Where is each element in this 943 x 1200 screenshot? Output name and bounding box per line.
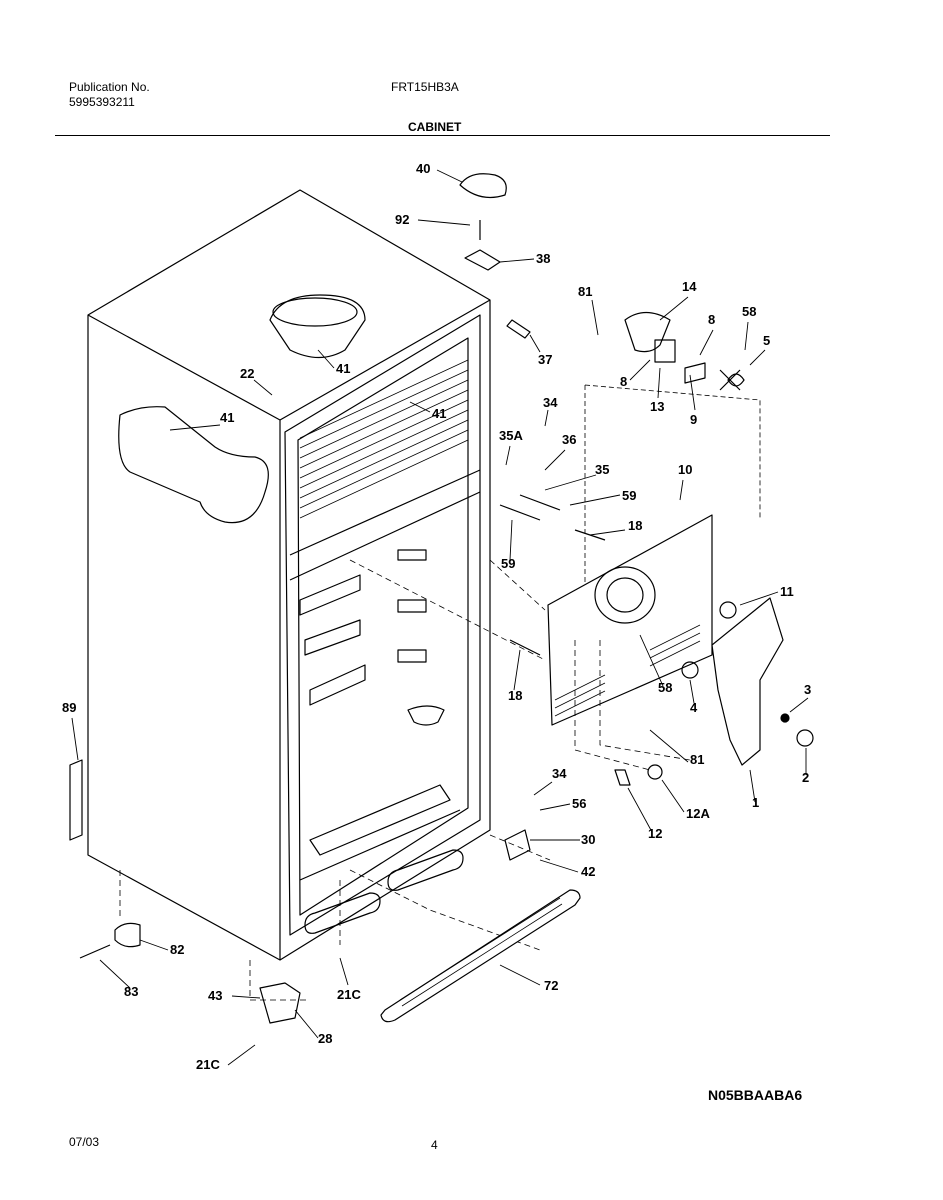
- callout-34: 34: [543, 395, 558, 410]
- callout-28: 28: [318, 1031, 332, 1046]
- callout-5: 5: [763, 333, 770, 348]
- callout-81: 81: [578, 284, 592, 299]
- callout-12A: 12A: [686, 806, 710, 821]
- callout-34: 34: [552, 766, 567, 781]
- callout-9: 9: [690, 412, 697, 427]
- section-title: CABINET: [408, 120, 462, 134]
- callout-41: 41: [336, 361, 350, 376]
- callout-56: 56: [572, 796, 586, 811]
- callout-2: 2: [802, 770, 809, 785]
- callout-3: 3: [804, 682, 811, 697]
- callout-40: 40: [416, 161, 430, 176]
- callout-38: 38: [536, 251, 550, 266]
- callout-41: 41: [220, 410, 234, 425]
- top-hinge-assembly: [459, 173, 531, 339]
- callout-82: 82: [170, 942, 184, 957]
- callout-18: 18: [628, 518, 642, 533]
- callout-8: 8: [620, 374, 627, 389]
- callout-21C: 21C: [196, 1057, 220, 1072]
- callout-18: 18: [508, 688, 522, 703]
- callout-58: 58: [658, 680, 672, 695]
- callout-89: 89: [62, 700, 76, 715]
- callout-4: 4: [690, 700, 698, 715]
- callout-43: 43: [208, 988, 222, 1003]
- callout-42: 42: [581, 864, 595, 879]
- model-number: FRT15HB3A: [391, 80, 459, 94]
- callout-11: 11: [780, 584, 794, 599]
- callout-14: 14: [682, 279, 697, 294]
- header-rule: [55, 135, 830, 136]
- publication-label: Publication No.: [69, 80, 150, 94]
- callout-35: 35: [595, 462, 609, 477]
- callout-59: 59: [622, 488, 636, 503]
- leader-lines: [119, 559, 691, 1001]
- callout-83: 83: [124, 984, 138, 999]
- diagram-code: N05BBAABA6: [708, 1087, 803, 1103]
- callout-35A: 35A: [499, 428, 523, 443]
- callout-21C: 21C: [337, 987, 361, 1002]
- callout-37: 37: [538, 352, 552, 367]
- kick-plate-grille: [380, 889, 581, 1023]
- callout-36: 36: [562, 432, 576, 447]
- callout-10: 10: [678, 462, 692, 477]
- callout-1: 1: [752, 795, 759, 810]
- callout-92: 92: [395, 212, 409, 227]
- callout-59: 59: [501, 556, 515, 571]
- callout-12: 12: [648, 826, 662, 841]
- revision-date: 07/03: [69, 1135, 100, 1149]
- callout-72: 72: [544, 978, 558, 993]
- callout-22: 22: [240, 366, 254, 381]
- callout-41: 41: [432, 406, 446, 421]
- callout-8: 8: [708, 312, 715, 327]
- refrigerator-cabinet: [69, 189, 491, 961]
- callout-30: 30: [581, 832, 595, 847]
- callout-81: 81: [690, 752, 704, 767]
- page-number: 4: [431, 1138, 438, 1152]
- callout-13: 13: [650, 399, 664, 414]
- callout-58: 58: [742, 304, 756, 319]
- publication-number: 5995393211: [69, 95, 135, 109]
- evaporator-cover-panel: [547, 514, 713, 726]
- control-housing: [681, 597, 814, 766]
